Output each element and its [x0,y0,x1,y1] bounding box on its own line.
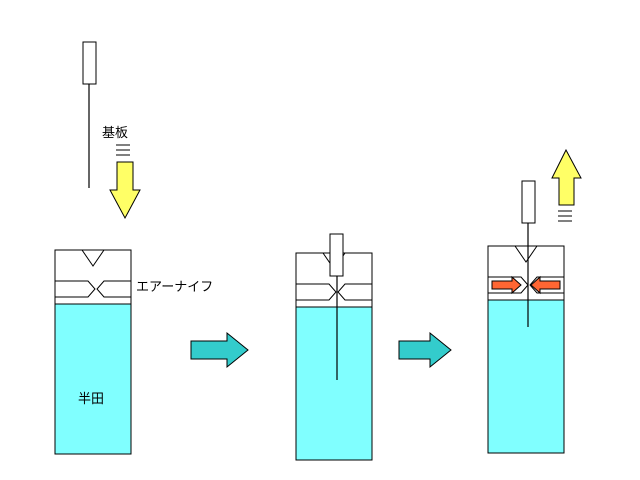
down-arrow [109,161,141,220]
substrate-holder [329,233,344,277]
air-knife-label: エアーナイフ [136,280,214,295]
substrate-holder [521,180,536,224]
substrate-holder [82,41,97,85]
solder-liquid [296,307,372,460]
solder-bath [54,249,132,455]
bath-tank [487,245,565,454]
up-arrow [551,148,582,206]
air-knife-housing [55,249,131,267]
substrate [329,233,344,380]
step-arrow-1 [190,331,249,369]
stage-3 [487,148,582,454]
solder-liquid [488,300,564,453]
solder-bath [487,245,565,454]
substrate-label: 基板 [102,126,129,141]
substrate-mark [116,144,130,156]
air-knife-right [96,280,132,298]
stage-1 [54,41,141,455]
solder-bath [295,252,373,461]
air-knife-left [295,283,337,301]
step-arrow-2 [398,331,452,369]
air-knife-right [337,283,373,301]
air-knife-left [54,280,96,298]
substrate-mark [558,210,572,222]
stage-2 [295,233,373,461]
solder-label: 半田 [78,392,105,407]
substrate [521,180,536,327]
air-knife-housing [488,245,564,263]
bath-tank [54,249,132,455]
air-flow-left-arrow [530,275,561,295]
solder-liquid [55,304,131,454]
air-flow-right-arrow [491,275,522,295]
substrate [82,41,97,188]
